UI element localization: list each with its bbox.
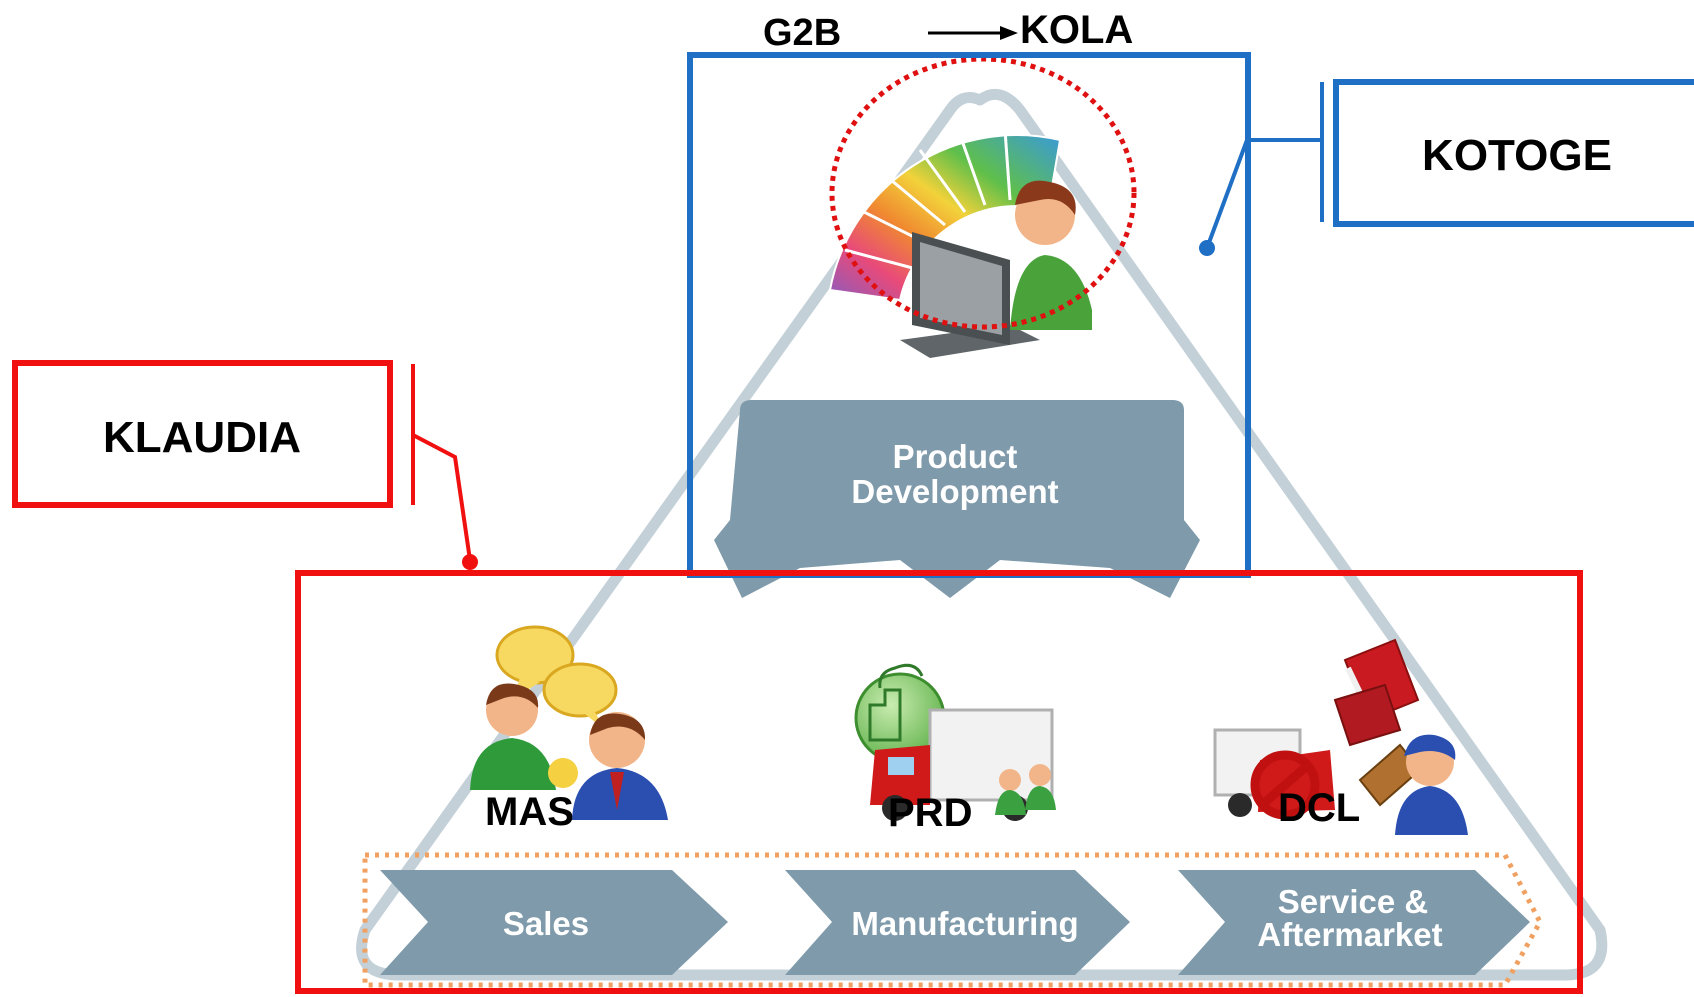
product-development-line2: Development <box>851 473 1058 510</box>
klaudia-callout: KLAUDIA <box>12 360 478 570</box>
process-step-sales: Sales <box>380 870 728 975</box>
header-left-label: G2B <box>763 12 841 54</box>
arrow-right-icon <box>928 26 1018 40</box>
manufacturing-system-label: PRD <box>888 791 972 835</box>
manufacturing-truck-icon <box>854 663 1056 821</box>
sales-people-icon <box>470 625 668 820</box>
process-step-label-line2: Aftermarket <box>1257 916 1442 953</box>
kotoge-label: KOTOGE <box>1422 131 1612 180</box>
process-step-label: Sales <box>503 905 589 942</box>
klaudia-label: KLAUDIA <box>103 413 301 462</box>
product-development-band: Product Development <box>714 400 1200 598</box>
process-step-label: Service & <box>1278 883 1428 920</box>
process-step-manufacturing: Manufacturing <box>785 870 1130 975</box>
kotoge-callout: KOTOGE <box>1199 79 1694 256</box>
process-step-service: Service & Aftermarket <box>1178 870 1530 975</box>
designer-icon <box>828 129 1092 358</box>
execution-frame <box>295 570 1583 994</box>
process-step-label: Manufacturing <box>851 905 1078 942</box>
service-technician-icon <box>1213 638 1468 835</box>
header-right-label: KOLA <box>1020 8 1133 52</box>
product-development-line1: Product <box>893 438 1018 475</box>
sales-system-label: MAS <box>485 790 574 834</box>
highlight-ellipse <box>829 56 1137 330</box>
process-dotted-frame <box>362 852 1543 988</box>
service-system-label: DCL <box>1278 786 1360 830</box>
